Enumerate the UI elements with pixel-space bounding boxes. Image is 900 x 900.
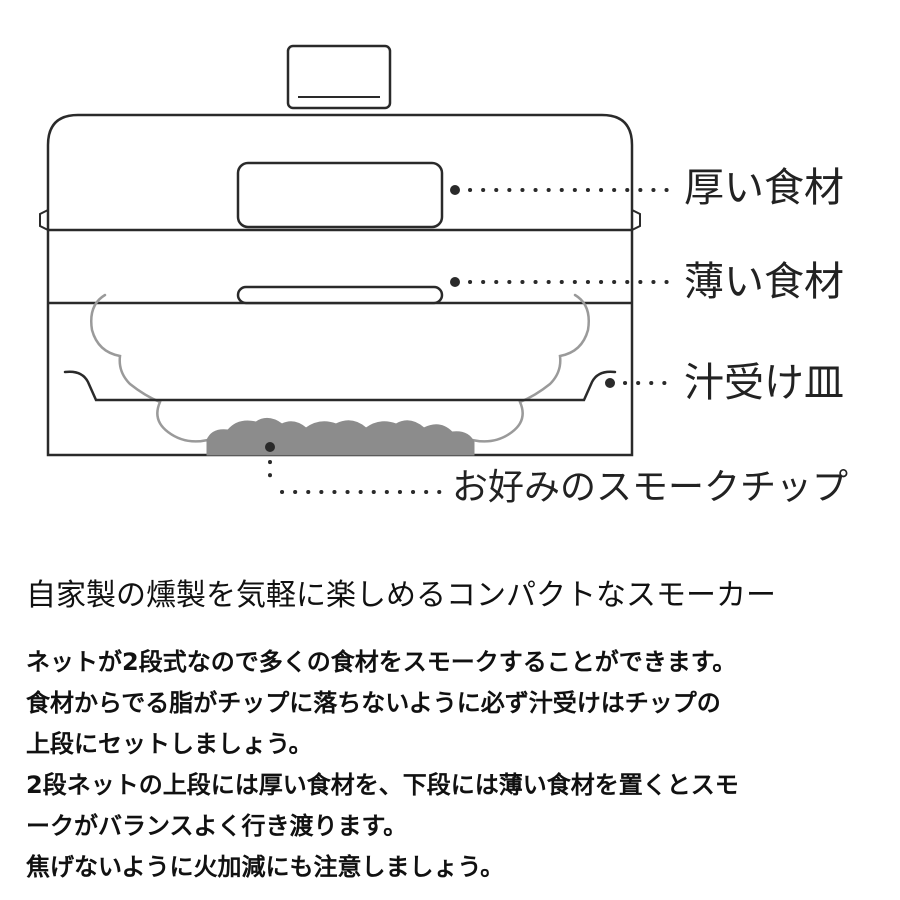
description-line: 食材からでる脂がチップに落ちないように必ず汁受けはチップの bbox=[26, 689, 721, 717]
description-line: ークがバランスよく行き渡ります。 bbox=[26, 812, 408, 840]
description-line: 2段ネットの上段には厚い食材を、下段には薄い食材を置くとスモ bbox=[26, 771, 739, 799]
label-thin-food: 薄い食材 bbox=[684, 259, 844, 305]
thick-food-block bbox=[236, 161, 444, 229]
description-line: 焦げないように火加減にも注意しましょう。 bbox=[26, 853, 505, 881]
smoker-body bbox=[46, 113, 634, 457]
description-line: ネットが2段式なので多くの食材をスモークすることができます。 bbox=[26, 648, 737, 676]
side-clip-left bbox=[39, 209, 49, 231]
headline: 自家製の燻製を気軽に楽しめるコンパクトなスモーカー bbox=[26, 578, 776, 613]
leader-drip-tray bbox=[605, 378, 672, 388]
drip-tray bbox=[63, 370, 617, 402]
leader-thin-food bbox=[450, 277, 672, 287]
description: ネットが2段式なので多くの食材をスモークすることができます。 食材からでる脂がチ… bbox=[26, 642, 886, 888]
smoke-chips bbox=[206, 418, 475, 456]
side-clip-right bbox=[631, 209, 641, 231]
description-line: 上段にセットしましょう。 bbox=[26, 730, 313, 758]
smoker-diagram: 厚い食材 薄い食材 汁受け皿 お好みのスモークチップ bbox=[39, 44, 849, 508]
smoke-outline bbox=[90, 293, 590, 443]
label-thick-food: 厚い食材 bbox=[684, 165, 844, 211]
label-smoke-chip: お好みのスモークチップ bbox=[452, 467, 849, 508]
smoker-illustration bbox=[39, 44, 672, 494]
label-drip-tray: 汁受け皿 bbox=[684, 360, 844, 406]
leader-thick-food bbox=[450, 185, 672, 195]
leader-smoke-chip bbox=[265, 442, 442, 494]
thin-food-slice bbox=[236, 285, 444, 305]
lid-handle bbox=[286, 44, 392, 110]
